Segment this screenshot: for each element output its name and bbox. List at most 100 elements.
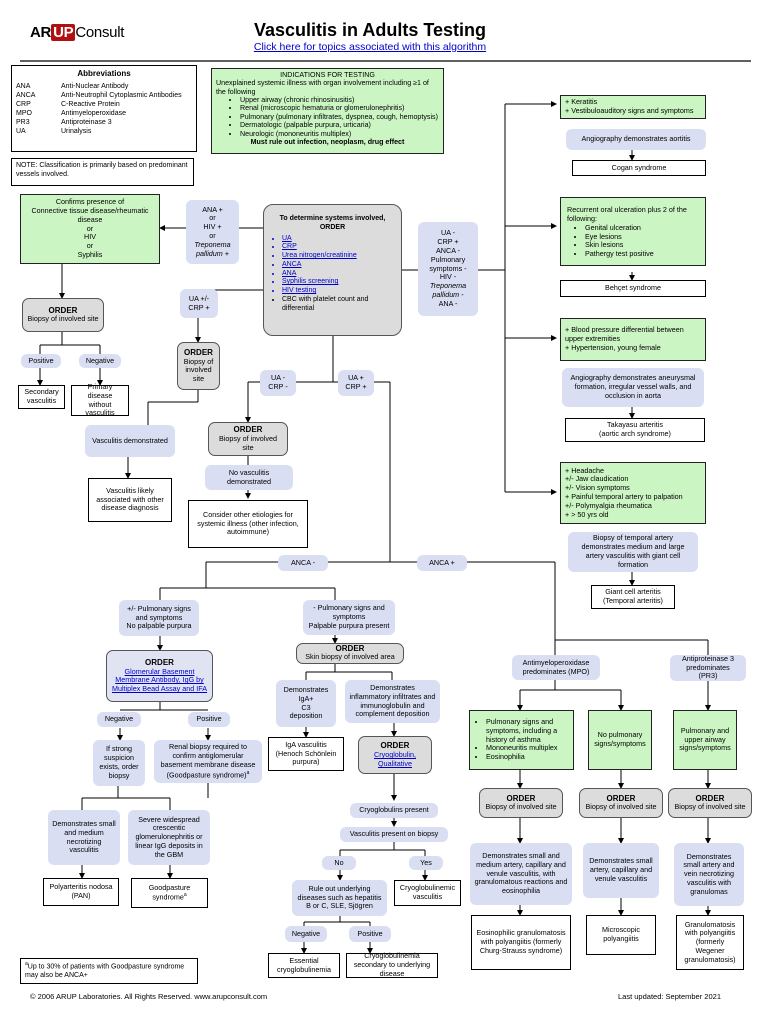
cogan-feature-list: + Keratitis+ Vestibuloauditory signs and… xyxy=(565,97,693,116)
mpo-line: predominates (MPO) xyxy=(522,666,590,676)
abbreviation-term: ANA xyxy=(16,83,31,90)
strong-suspicion: If strong suspicion exists, order biopsy xyxy=(93,740,145,786)
order-biopsy-2: ORDER Biopsy of involved site xyxy=(177,342,220,390)
mpo-predominates: Antimyeloperoxidase predominates (MPO) xyxy=(512,655,600,680)
abbreviation-full: C-Reactive Protein xyxy=(61,101,120,109)
positive-label: Positive xyxy=(21,354,61,368)
center-test-link[interactable]: Urea nitrogen/creatinine xyxy=(282,252,395,261)
iga-line: purpura) xyxy=(292,757,320,767)
egpa-demonstrates: Demonstrates small and medium artery, ca… xyxy=(470,843,572,905)
pallidum-line: pallidum - xyxy=(432,289,464,299)
topics-link[interactable]: Click here for topics associated with th… xyxy=(253,41,487,53)
order-label: ORDER xyxy=(380,741,410,751)
hiv-line: HIV - xyxy=(439,272,457,282)
treponema-line: Treponema xyxy=(429,281,467,291)
no-purpura-criteria: +/- Pulmonary signs and symptoms No palp… xyxy=(119,600,199,636)
order-biopsy-mpa: ORDER Biopsy of involved site xyxy=(579,788,663,818)
order-label: ORDER xyxy=(145,657,174,667)
behcet-item: Eye lesions xyxy=(585,232,654,242)
indications-list: Upper airway (chronic rhinosinusitis)Ren… xyxy=(216,96,439,138)
essential-cryoglobulinemia: Essential cryoglobulinemia xyxy=(268,953,340,978)
center-test-link[interactable]: ANA xyxy=(282,270,395,279)
last-updated: Last updated: September 2021 xyxy=(618,992,721,1001)
egpa-feature-list: Pulmonary signs and symptoms, including … xyxy=(474,717,569,762)
logo-up: UP xyxy=(51,24,76,41)
good-sup: a xyxy=(183,892,187,899)
secondary-cryoglobulinemia: Cryoglobulinemia secondary to underlying… xyxy=(346,951,438,978)
cogan-syndrome: Cogan syndrome xyxy=(572,160,706,176)
copyright: © 2006 ARUP Laboratories. All Rights Res… xyxy=(30,992,268,1001)
abbreviation-full: Anti-Neutrophil Cytoplasmic Antibodies xyxy=(61,92,182,100)
ana-line: ANA - xyxy=(438,298,458,308)
order-sub: Biopsy of involved site xyxy=(585,802,657,812)
indication-item: Pulmonary (pulmonary infiltrates, dyspne… xyxy=(240,113,439,121)
order-label: ORDER xyxy=(335,644,365,654)
no-vasculitis: No vasculitis demonstrated xyxy=(205,465,293,490)
logo-ar: AR xyxy=(30,24,52,41)
renal-text: Renal biopsy required to confirm antiglo… xyxy=(160,742,256,779)
dep-line: deposition xyxy=(289,711,323,721)
order-sub: Biopsy of involved site xyxy=(183,356,214,384)
center-test-link[interactable]: UA xyxy=(282,235,395,244)
gbm-positive: Positive xyxy=(188,712,230,727)
iga-line: IgA vasculitis xyxy=(285,739,327,749)
cogan-angiography: Angiography demonstrates aortitis xyxy=(566,129,706,150)
behcet-features: Recurrent oral ulceration plus 2 of the … xyxy=(560,197,706,266)
anca-positive-label: ANCA + xyxy=(417,555,467,571)
order-biopsy-gpa: ORDER Biopsy of involved site xyxy=(668,788,752,818)
abbreviation-row: PR3 Antiproteinase 3 xyxy=(16,118,192,127)
egpa-diagnosis: Eosinophilic granulomatosis with polyang… xyxy=(471,915,571,970)
mpa-diagnosis: Microscopic polyangiitis xyxy=(586,915,656,955)
dep-line: Demonstrates xyxy=(283,684,329,694)
gca-feature: +/- Polymyalgia rheumatica xyxy=(565,500,652,510)
center-heading: To determine systems involved, xyxy=(279,215,386,222)
center-test-link[interactable]: HIV testing xyxy=(282,287,395,296)
rule-out-diseases: Rule out underlying diseases such as hep… xyxy=(292,880,387,916)
gca-feature: +/- Vision symptoms xyxy=(565,483,630,493)
ana-hiv-criteria: ANA + or HIV + or Treponema pallidum + xyxy=(186,200,239,264)
gca-biopsy: Biopsy of temporal artery demonstrates m… xyxy=(568,532,698,572)
mpa-demonstrates: Demonstrates small artery, capillary and… xyxy=(583,843,659,898)
center-test-link[interactable]: ANCA xyxy=(282,261,395,270)
no-pulmonary-signs: No pulmonary signs/symptoms xyxy=(588,710,652,770)
order-biopsy-3: ORDER Biopsy of involved site xyxy=(208,422,288,456)
order-biopsy-egpa: ORDER Biopsy of involved site xyxy=(479,788,563,818)
abbreviation-term: PR3 xyxy=(16,119,30,127)
primary-disease: Primary disease without vasculitis xyxy=(71,382,129,417)
pulmonary-upper-airway: Pulmonary and upper airway signs/symptom… xyxy=(673,710,737,770)
ct-line: Syphilis xyxy=(77,249,103,259)
gca-features: + Headache+/- Jaw claudication+/- Vision… xyxy=(560,462,706,524)
abbreviation-full: Antiproteinase 3 xyxy=(61,119,112,127)
gbm-test-link[interactable]: Glomerular Basement Membrane Antibody, I… xyxy=(111,666,208,694)
order-label: ORDER xyxy=(48,305,78,315)
takayasu-feature-list: + Blood pressure differential between up… xyxy=(565,326,701,352)
center-test-link[interactable]: CRP xyxy=(282,243,395,252)
order-label: ORDER xyxy=(233,425,263,435)
connective-tissue-box: Confirms presence of Connective tissue d… xyxy=(20,194,160,264)
takayasu-angiography: Angiography demonstrates aneurysmal form… xyxy=(562,368,704,407)
ct-line: Confirms presence of xyxy=(55,197,125,207)
cryoglobulin-link[interactable]: Cryoglobulin, Qualitative xyxy=(374,750,416,768)
abbreviation-full: Antimyeloperoxidase xyxy=(61,110,126,118)
ua-crp-criteria-3: UA + CRP + xyxy=(338,370,374,396)
crp-line: CRP + xyxy=(345,382,367,391)
order-biopsy-1: ORDER Biopsy of involved site xyxy=(22,298,104,332)
cogan-features: + Keratitis+ Vestibuloauditory signs and… xyxy=(560,95,706,119)
center-test-link[interactable]: Syphilis screening xyxy=(282,278,395,287)
severe-glomerulonephritis: Severe widespread crescentic glomerulone… xyxy=(128,810,210,865)
indication-item: Upper airway (chronic rhinosinusitis) xyxy=(240,96,439,104)
pr3-predominates: Antiproteinase 3 predominates (PR3) xyxy=(670,653,746,681)
order-sub: Biopsy of involved site xyxy=(219,434,277,452)
order-label: ORDER xyxy=(184,347,213,357)
cogan-feature: + Keratitis xyxy=(565,97,598,107)
good-text: Goodpasture syndrome xyxy=(148,882,191,902)
pr3-line: Antiproteinase 3 xyxy=(682,653,734,663)
iga-vasculitis: IgA vasculitis (Henoch Schönlein purpura… xyxy=(268,737,344,771)
indication-item: Neurologic (mononeuritis multiplex) xyxy=(240,130,439,138)
crp-line: CRP + xyxy=(188,302,210,312)
